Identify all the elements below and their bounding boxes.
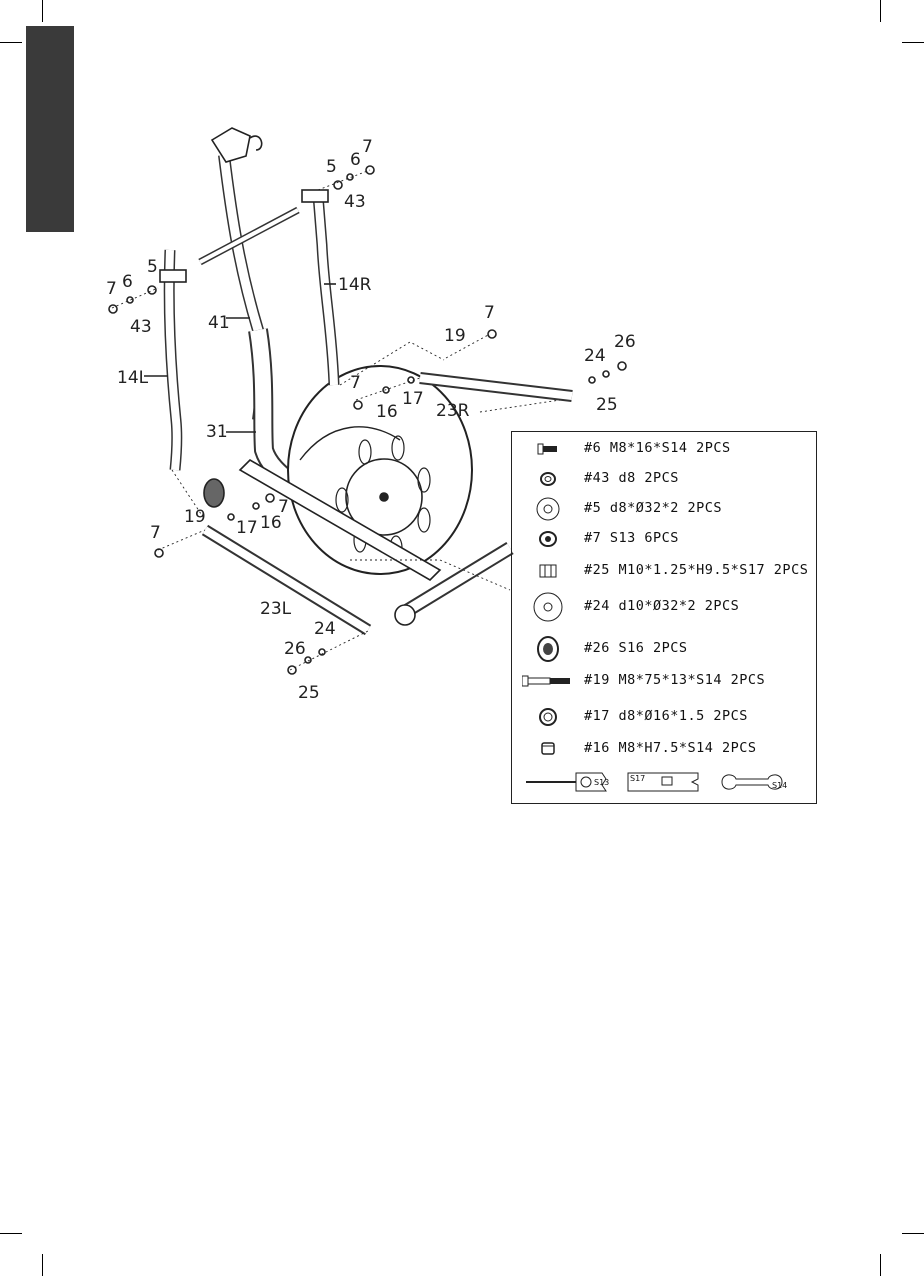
parts-row-text: #25 M10*1.25*H9.5*S17 2PCS bbox=[584, 562, 808, 578]
cap-nut-icon bbox=[522, 524, 570, 554]
callout-25: 25 bbox=[596, 395, 618, 415]
callout-31: 31 bbox=[206, 422, 228, 442]
parts-row: #19 M8*75*13*S14 2PCS bbox=[512, 666, 816, 696]
parts-row-text: #16 M8*H7.5*S14 2PCS bbox=[584, 740, 757, 756]
crop-mark bbox=[42, 1254, 43, 1276]
callout-7: 7 bbox=[362, 137, 373, 157]
callout-5: 5 bbox=[147, 257, 158, 277]
parts-row-text: #43 d8 2PCS bbox=[584, 470, 679, 486]
callout-19: 19 bbox=[184, 507, 206, 527]
tool-label-s14: S14 bbox=[772, 781, 787, 790]
double-wrench-icon: S17 bbox=[628, 773, 698, 791]
tool-label-s17: S17 bbox=[630, 774, 645, 783]
callout-7: 7 bbox=[150, 523, 161, 543]
callout-7: 7 bbox=[350, 373, 361, 393]
callout-6: 6 bbox=[350, 150, 361, 170]
small-nut-icon bbox=[522, 734, 570, 764]
parts-row-text: #17 d8*Ø16*1.5 2PCS bbox=[584, 708, 748, 724]
parts-row: #6 M8*16*S14 2PCS bbox=[512, 434, 816, 464]
parts-row-text: #26 S16 2PCS bbox=[584, 640, 688, 656]
tool-label-s13: S13 bbox=[594, 778, 609, 787]
callout-14l: 14L bbox=[117, 368, 149, 388]
small-washer-icon bbox=[522, 702, 570, 732]
parts-row: #43 d8 2PCS bbox=[512, 464, 816, 494]
parts-row: #7 S13 6PCS bbox=[512, 524, 816, 554]
parts-row: #24 d10*Ø32*2 2PCS bbox=[512, 592, 816, 622]
long-bolt-icon bbox=[522, 666, 570, 696]
callout-5: 5 bbox=[326, 157, 337, 177]
callout-26: 26 bbox=[284, 639, 306, 659]
hex-bolt-short-icon bbox=[522, 434, 570, 464]
callout-26: 26 bbox=[614, 332, 636, 352]
parts-row-text: #6 M8*16*S14 2PCS bbox=[584, 440, 731, 456]
crop-mark bbox=[902, 1233, 924, 1234]
callout-7: 7 bbox=[106, 279, 117, 299]
callout-24: 24 bbox=[584, 346, 606, 366]
callout-16: 16 bbox=[260, 513, 282, 533]
nylon-nut-icon bbox=[522, 634, 570, 664]
hardware-parts-list: #6 M8*16*S14 2PCS #43 d8 2PCS #5 d8*Ø32*… bbox=[511, 431, 817, 804]
tools-row: S13 S17 S14 bbox=[522, 767, 812, 797]
hex-nut-icon bbox=[522, 556, 570, 586]
callout-43: 43 bbox=[344, 192, 366, 212]
screwdriver-wrench-icon: S13 bbox=[526, 773, 609, 791]
callout-16: 16 bbox=[376, 402, 398, 422]
callout-24: 24 bbox=[314, 619, 336, 639]
parts-row: #26 S16 2PCS bbox=[512, 634, 816, 664]
callout-25: 25 bbox=[298, 683, 320, 703]
callout-7: 7 bbox=[484, 303, 495, 323]
open-wrench-icon: S14 bbox=[722, 775, 787, 790]
callout-41: 41 bbox=[208, 313, 230, 333]
parts-row: #17 d8*Ø16*1.5 2PCS bbox=[512, 702, 816, 732]
parts-row: #25 M10*1.25*H9.5*S17 2PCS bbox=[512, 556, 816, 586]
flat-washer-icon bbox=[522, 494, 570, 524]
parts-row: #5 d8*Ø32*2 2PCS bbox=[512, 494, 816, 524]
callout-17: 17 bbox=[402, 389, 424, 409]
large-washer-icon bbox=[522, 592, 570, 622]
callout-43: 43 bbox=[130, 317, 152, 337]
callout-19: 19 bbox=[444, 326, 466, 346]
parts-row-text: #19 M8*75*13*S14 2PCS bbox=[584, 672, 765, 688]
spring-washer-icon bbox=[522, 464, 570, 494]
parts-row-text: #7 S13 6PCS bbox=[584, 530, 679, 546]
callout-14r: 14R bbox=[338, 275, 372, 295]
parts-row-text: #5 d8*Ø32*2 2PCS bbox=[584, 500, 722, 516]
crop-mark bbox=[0, 1233, 22, 1234]
parts-row-text: #24 d10*Ø32*2 2PCS bbox=[584, 598, 739, 614]
callout-17: 17 bbox=[236, 518, 258, 538]
parts-row: #16 M8*H7.5*S14 2PCS bbox=[512, 734, 816, 764]
callout-23l: 23L bbox=[260, 599, 292, 619]
callout-6: 6 bbox=[122, 272, 133, 292]
callout-23r: 23R bbox=[436, 401, 470, 421]
crop-mark bbox=[880, 1254, 881, 1276]
